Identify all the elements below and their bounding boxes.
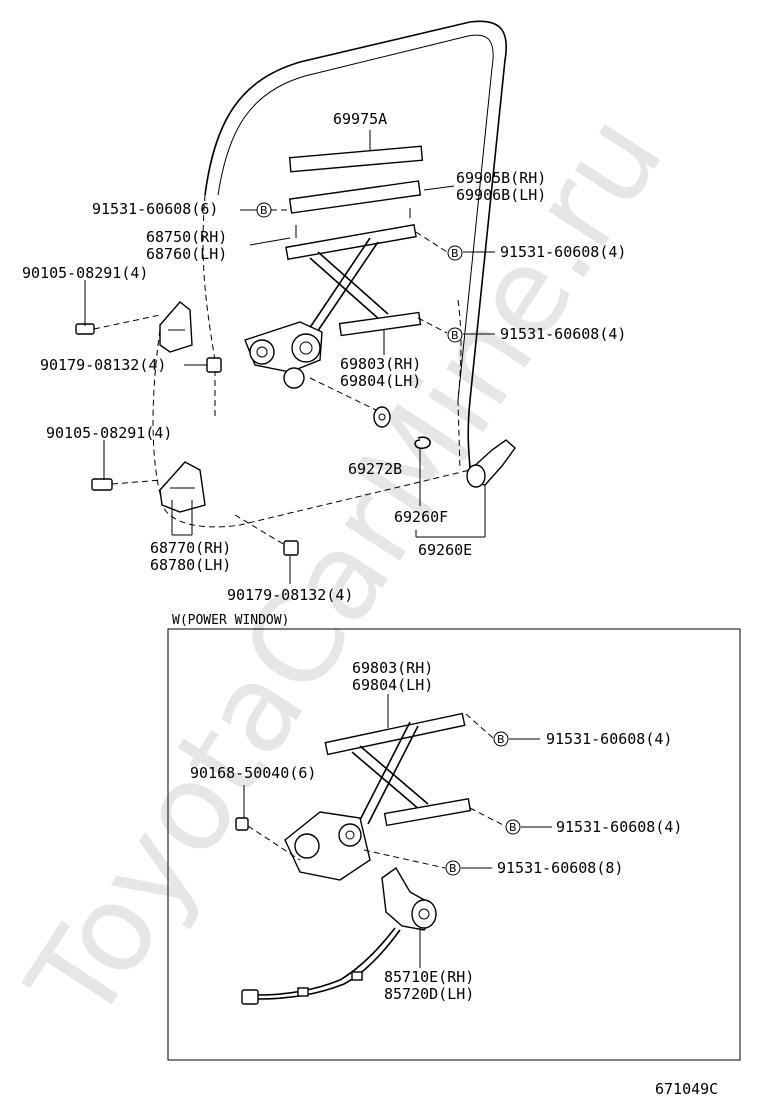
door-lock-68770 — [159, 461, 206, 513]
svg-text:B: B — [451, 329, 459, 342]
washer-69272B — [309, 377, 391, 428]
label-69272B: 69272B — [348, 460, 402, 478]
label-68770: 68770(RH) — [150, 539, 231, 557]
leader-lines-power — [243, 694, 552, 968]
door-frame-outline — [152, 20, 507, 528]
label-69975A: 69975A — [333, 110, 387, 128]
label-pw-85710E: 85710E(RH) — [384, 968, 474, 986]
label-91531-b: 91531-60608(4) — [500, 243, 626, 261]
figure-code: 671049C — [655, 1080, 718, 1098]
label-69906B: 69906B(LH) — [456, 186, 546, 204]
bolt-90168 — [235, 817, 301, 861]
label-pw-69803: 69803(RH) — [352, 659, 433, 677]
door-lock-68750 — [159, 301, 193, 353]
label-pw-91531-c: 91531-60608(8) — [497, 859, 623, 877]
label-pw-91531-b: 91531-60608(4) — [556, 818, 682, 836]
section-title-power-window: W(POWER WINDOW) — [172, 613, 289, 628]
bolt-marker-b-6: B — [445, 860, 461, 876]
glass-channel-69905B — [288, 180, 422, 238]
label-91531-a: 91531-60608(6) — [92, 200, 218, 218]
motor-85710E — [241, 866, 437, 1005]
label-pw-90168: 90168-50040(6) — [190, 764, 316, 782]
leader-lines-top — [84, 130, 495, 584]
label-pw-85720D: 85720D(LH) — [384, 985, 474, 1003]
window-regulator-power — [284, 712, 472, 881]
power-window-box — [167, 628, 741, 1061]
label-68780: 68780(LH) — [150, 556, 231, 574]
bolt-marker-b-4: B — [493, 731, 509, 747]
run-channel-69975A — [288, 145, 424, 173]
bolt-marker-b-2: B — [447, 245, 463, 261]
label-90105-a: 90105-08291(4) — [22, 264, 148, 282]
svg-text:B: B — [509, 821, 517, 834]
handle-69260E — [466, 439, 516, 488]
label-69260E: 69260E — [418, 541, 472, 559]
label-90179-b: 90179-08132(4) — [227, 586, 353, 604]
label-69803: 69803(RH) — [340, 355, 421, 373]
label-68750: 68750(RH) — [146, 228, 227, 246]
svg-text:B: B — [497, 733, 505, 746]
label-pw-91531-a: 91531-60608(4) — [546, 730, 672, 748]
window-regulator-manual — [244, 223, 422, 389]
bolt-90105-upper — [75, 314, 161, 335]
label-68760: 68760(LH) — [146, 245, 227, 263]
watermark: ToyotaCarMine.ru — [2, 91, 690, 1047]
nut-90179-lower — [234, 514, 299, 556]
svg-text:B: B — [260, 204, 268, 217]
svg-text:B: B — [451, 247, 459, 260]
bolt-marker-b-5: B — [505, 819, 521, 835]
label-91531-c: 91531-60608(4) — [500, 325, 626, 343]
label-90105-b: 90105-08291(4) — [46, 424, 172, 442]
nut-90179-upper — [206, 357, 222, 373]
label-69260F: 69260F — [394, 508, 448, 526]
label-69804: 69804(LH) — [340, 372, 421, 390]
bolt-marker-b-3: B — [447, 327, 463, 343]
label-90179-a: 90179-08132(4) — [40, 356, 166, 374]
label-69905B: 69905B(RH) — [456, 169, 546, 187]
svg-text:B: B — [449, 862, 457, 875]
bolt-90105-lower — [91, 478, 163, 491]
bolt-marker-b-1: B — [256, 202, 272, 218]
label-pw-69804: 69804(LH) — [352, 676, 433, 694]
clip-69260F — [414, 436, 431, 450]
